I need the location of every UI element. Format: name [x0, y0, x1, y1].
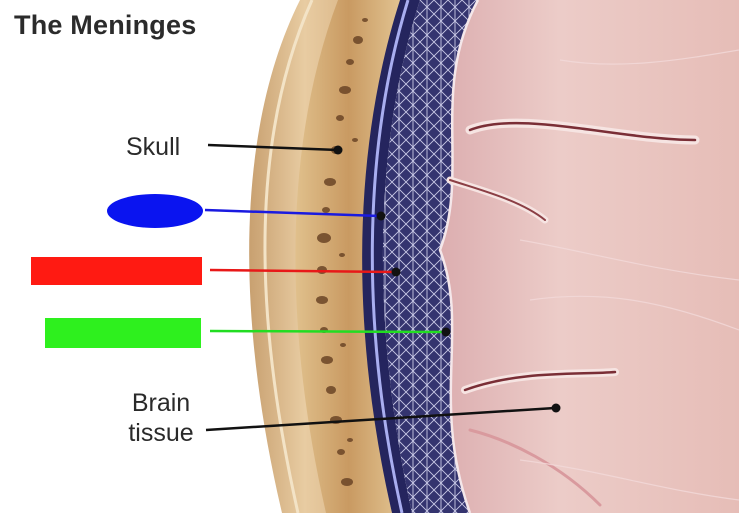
brain-tissue-label: Brain tissue — [106, 388, 216, 448]
pia-pointer-dot — [441, 327, 451, 337]
dura-mater-layer — [362, 0, 420, 513]
pia-leader-line — [209, 329, 447, 334]
arachnoid-mask — [31, 257, 202, 285]
dura-pointer-dot — [376, 211, 386, 221]
brain-label-line1: Brain — [131, 389, 191, 417]
arachnoid-pointer-dot — [391, 267, 401, 277]
pia-mater-mask — [45, 318, 201, 348]
diagram-title: The Meninges — [14, 10, 197, 40]
brain-tissue — [440, 0, 739, 513]
skull-pointer-dot — [333, 145, 343, 155]
brain-label-line2: tissue — [128, 419, 194, 447]
brain-sulci — [446, 118, 700, 507]
dura-leader-line — [204, 208, 381, 218]
brain-leader-line — [205, 406, 556, 432]
arachnoid-layer — [382, 0, 478, 513]
arachnoid-leader-line — [209, 268, 397, 274]
brain-pointer-dot — [551, 403, 561, 413]
skull-leader-line — [207, 143, 339, 152]
skull-bone — [295, 0, 402, 513]
dura-mater-mask — [107, 194, 203, 228]
skull-label: Skull — [126, 133, 181, 161]
